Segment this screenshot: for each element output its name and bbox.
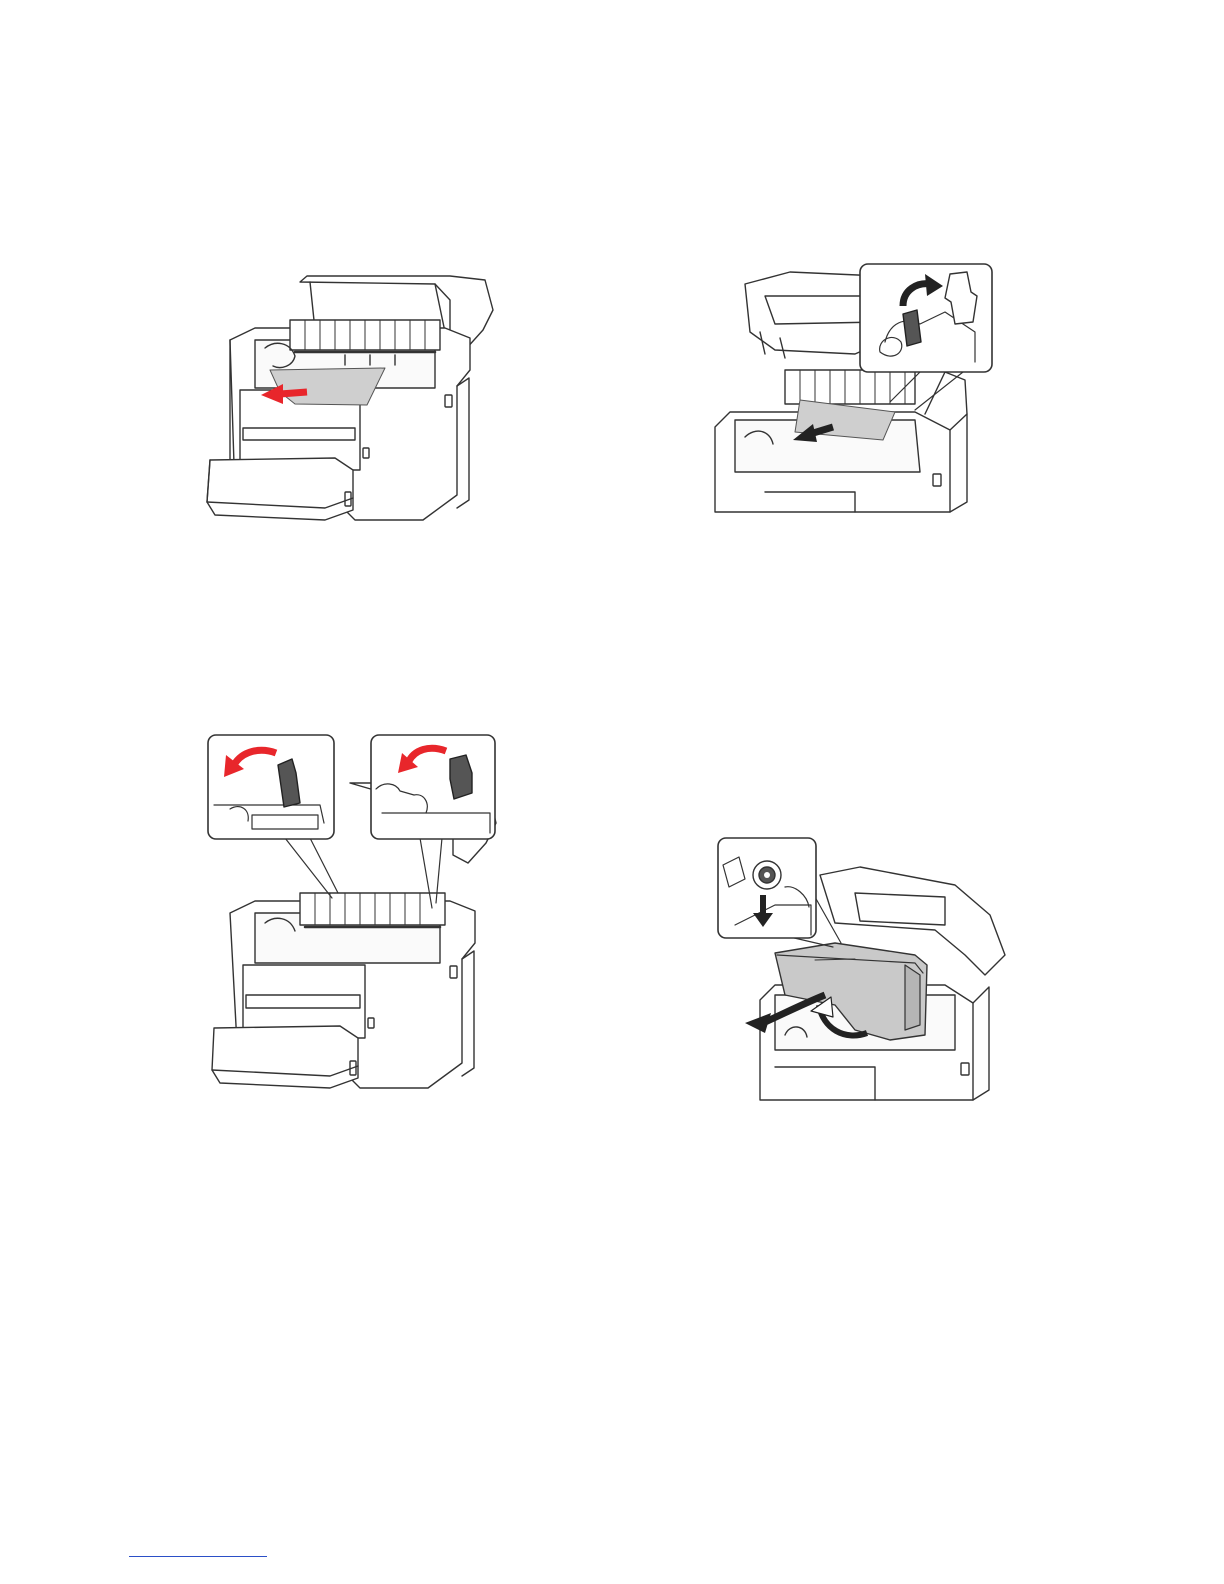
figure-reinstall-imaging-unit [715,835,1010,1100]
right-lever-detail-inset [371,735,495,839]
footer-rule [129,1556,267,1557]
figure-remove-jammed-paper [195,270,505,535]
fuser-lever [450,755,472,799]
imaging-unit-detail-inset [718,838,816,938]
left-lever-detail-inset [208,735,334,839]
fuser-lever [903,310,921,346]
lever-detail-inset [860,264,992,372]
figure-return-fuser-levers [200,733,500,1098]
figure-lift-lever-remove-paper [705,262,1000,524]
